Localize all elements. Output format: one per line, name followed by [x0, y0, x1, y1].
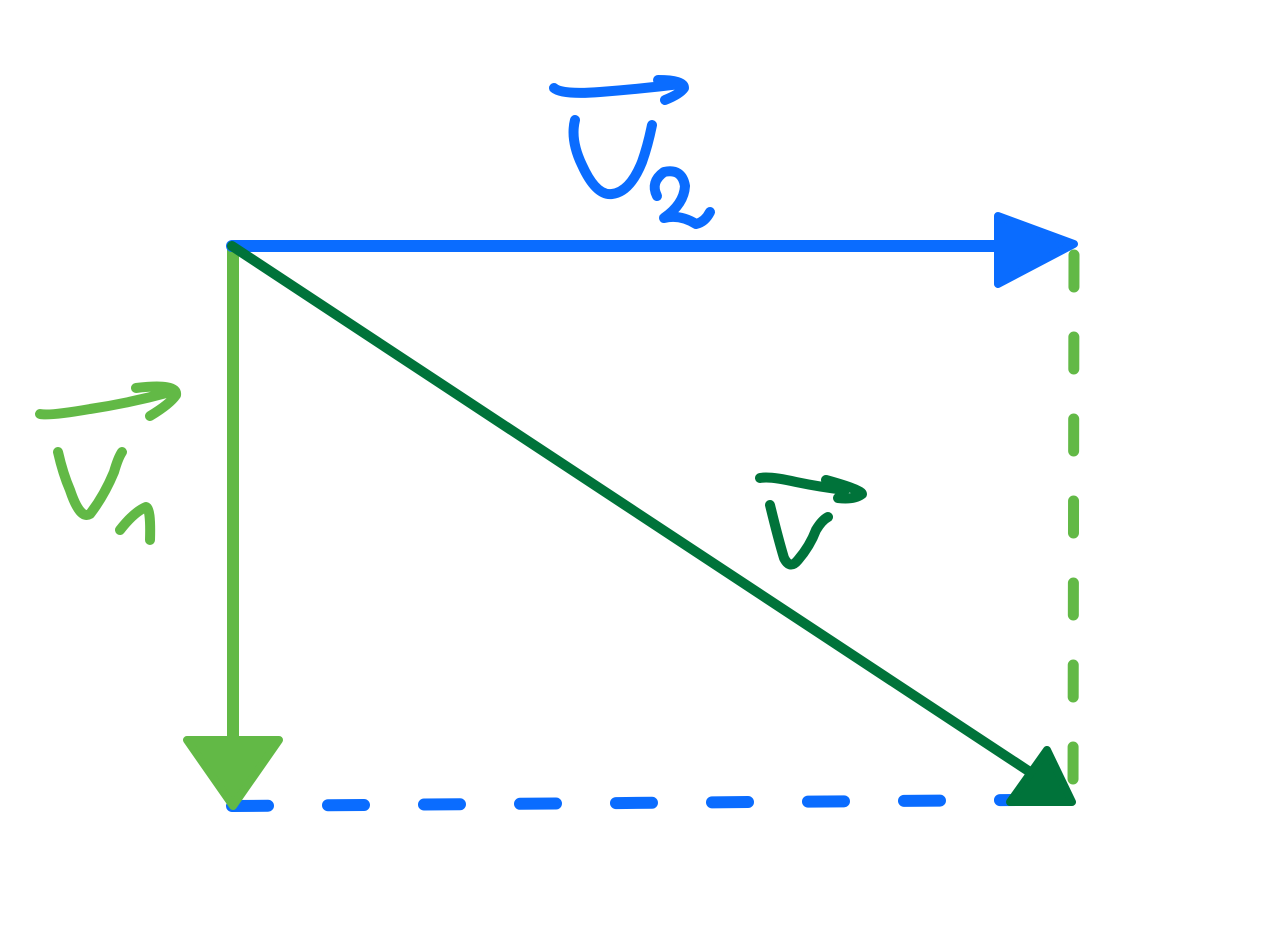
- label-v-vector-arrow: [755, 472, 867, 504]
- right-dashed-guide: [1067, 249, 1080, 804]
- label-v1-letter: [53, 447, 127, 520]
- bottom-dashed-guide: [226, 794, 1024, 812]
- label-v2-letter: [568, 115, 657, 200]
- label-v1: [35, 381, 181, 545]
- vector-v2-arrowhead: [994, 212, 1078, 288]
- vector-v-arrowhead: [1006, 746, 1076, 806]
- label-v2-vector-arrow: [549, 75, 689, 105]
- label-v: [755, 472, 867, 570]
- label-v2-subscript: [649, 166, 715, 229]
- vector-v1-arrowhead: [183, 736, 283, 810]
- label-v-letter: [765, 500, 833, 570]
- label-v2: [549, 75, 715, 229]
- label-v1-subscript: [115, 502, 156, 545]
- vector-v-line: [227, 241, 1035, 777]
- label-v1-vector-arrow: [35, 381, 181, 421]
